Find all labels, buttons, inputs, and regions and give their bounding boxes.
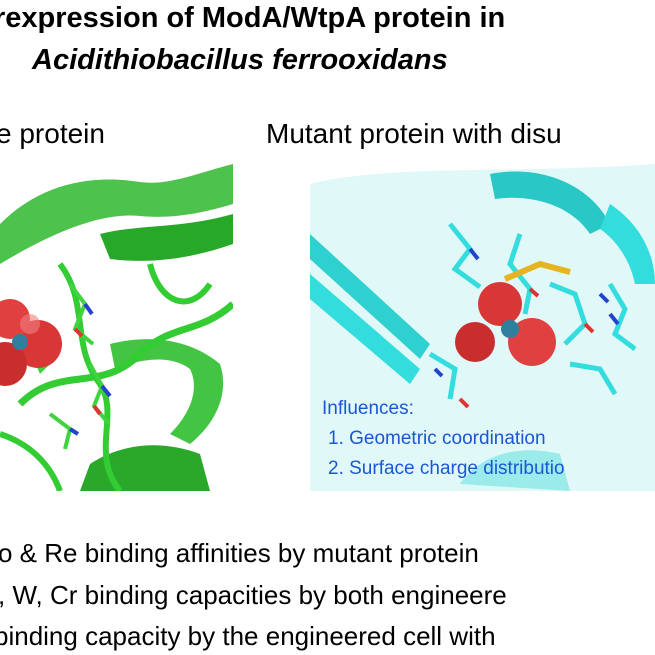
figure-title-line1: rexpression of ModA/WtpA protein in [0,2,506,34]
finding-line-1: o & Re binding affinities by mutant prot… [0,538,479,568]
finding-line-2: , W, Cr binding capacities by both engin… [0,580,507,610]
mutant-structure-image [310,164,655,491]
figure-title-line2: Acidithiobacillus ferrooxidans [32,44,448,76]
annotation-item: 1. Geometric coordination [328,428,546,449]
wildtype-structure-image [0,164,233,491]
annotation-item: 2. Surface charge distributio [328,458,565,479]
mutant-panel-label: Mutant protein with disu [266,118,562,149]
annotation-heading: Influences: [322,398,414,419]
wildtype-panel-label: e protein [0,118,105,149]
finding-line-3: binding capacity by the engineered cell … [0,621,496,651]
